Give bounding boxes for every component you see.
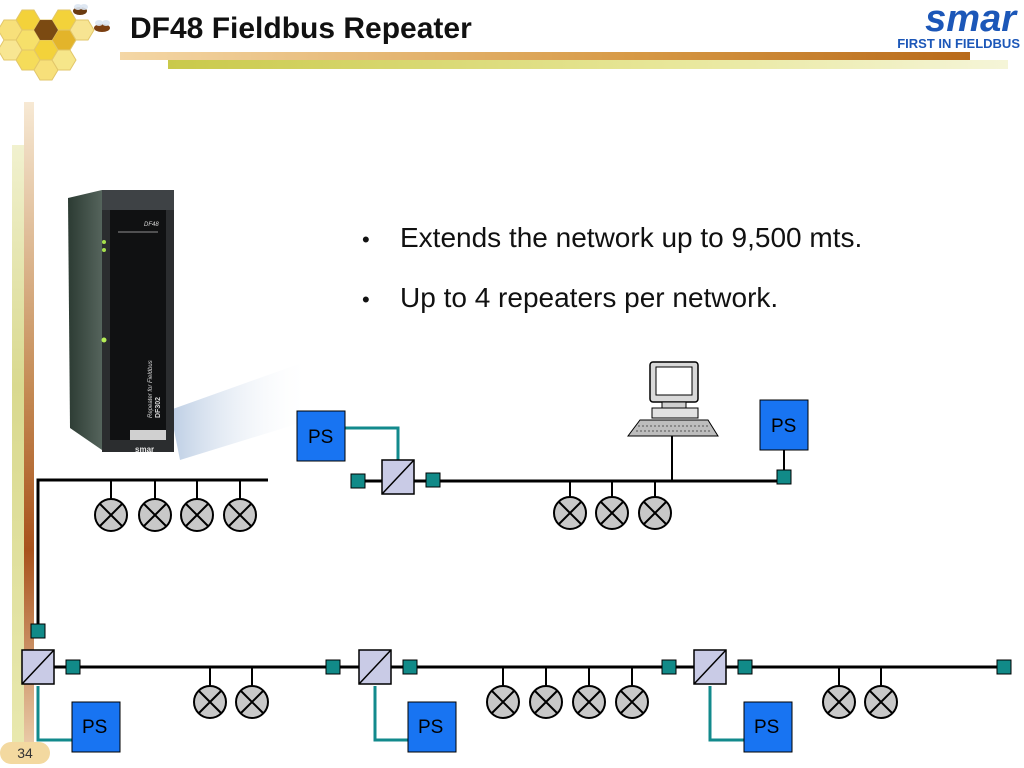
terminator-icon xyxy=(30,623,46,639)
terminators xyxy=(30,469,1012,675)
bullet-text: Up to 4 repeaters per network. xyxy=(400,282,779,313)
terminator-icon xyxy=(996,659,1012,675)
field-device-icon xyxy=(529,685,563,719)
slide-number: 34 xyxy=(0,742,50,764)
bullet-item: • Up to 4 repeaters per network. xyxy=(362,282,862,342)
field-device-icon xyxy=(595,496,629,530)
ps-label: PS xyxy=(771,416,796,437)
repeater-icon xyxy=(358,649,392,685)
bullet-list: • Extends the network up to 9,500 mts. •… xyxy=(362,222,862,342)
ps-label: PS xyxy=(418,717,443,738)
bullet-item: • Extends the network up to 9,500 mts. xyxy=(362,222,862,282)
smar-logo: smar FIRST IN FIELDBUS xyxy=(866,0,1022,52)
df48-device-image: DF48 Repeater for Fieldbus DF302 smar xyxy=(68,190,310,460)
device-brand-label: smar xyxy=(135,445,154,454)
bullet-marker: • xyxy=(362,287,370,312)
power-supply-box: PS xyxy=(743,701,793,753)
terminator-icon xyxy=(661,659,677,675)
slide-title: DF48 Fieldbus Repeater xyxy=(130,12,472,45)
logo-tagline: FIRST IN FIELDBUS xyxy=(897,36,1020,51)
field-device-icon xyxy=(822,685,856,719)
field-devices xyxy=(94,496,898,719)
bullet-text: Extends the network up to 9,500 mts. xyxy=(400,222,863,253)
power-supplies: PS PS PS PS PS xyxy=(71,399,809,753)
terminator-icon xyxy=(425,472,441,488)
computer-icon xyxy=(627,361,719,437)
terminator-icon xyxy=(402,659,418,675)
power-supply-box: PS xyxy=(759,399,809,451)
power-supply-box: PS xyxy=(407,701,457,753)
logo-brand: smar xyxy=(925,0,1016,40)
title-underline-accent-bar xyxy=(168,60,1008,69)
repeater-icon xyxy=(21,649,55,685)
left-accent-bar xyxy=(24,102,34,742)
field-device-icon xyxy=(572,685,606,719)
field-device-icon xyxy=(94,498,128,532)
field-device-icon xyxy=(193,685,227,719)
field-device-icon xyxy=(180,498,214,532)
terminator-icon xyxy=(350,473,366,489)
device-side-label: Repeater for Fieldbus xyxy=(148,360,154,418)
terminator-icon xyxy=(737,659,753,675)
terminator-icon xyxy=(65,659,81,675)
device-side-model: DF302 xyxy=(155,397,162,418)
power-supply-box: PS xyxy=(296,410,346,462)
ps-label: PS xyxy=(82,717,107,738)
power-supply-box: PS xyxy=(71,701,121,753)
field-device-icon xyxy=(138,498,172,532)
title-underline-bar xyxy=(120,52,970,60)
field-device-icon xyxy=(615,685,649,719)
top-bus xyxy=(36,478,268,630)
bee-icon xyxy=(73,4,88,15)
left-accent-bar-light xyxy=(12,145,24,745)
ps-label: PS xyxy=(754,717,779,738)
ps-links xyxy=(36,426,744,742)
repeater-icon xyxy=(381,459,415,495)
drop-lines xyxy=(110,430,882,701)
device-model-label: DF48 xyxy=(144,222,159,228)
field-device-icon xyxy=(223,498,257,532)
repeater-icon xyxy=(693,649,727,685)
field-device-icon xyxy=(235,685,269,719)
field-device-icon xyxy=(638,496,672,530)
field-device-icon xyxy=(864,685,898,719)
repeaters xyxy=(21,459,727,685)
field-device-icon xyxy=(486,685,520,719)
terminator-icon xyxy=(776,469,792,485)
ps-label: PS xyxy=(308,427,333,448)
field-device-icon xyxy=(553,496,587,530)
bullet-marker: • xyxy=(362,227,370,252)
honeycomb-bees-icon xyxy=(0,4,110,81)
terminator-icon xyxy=(325,659,341,675)
